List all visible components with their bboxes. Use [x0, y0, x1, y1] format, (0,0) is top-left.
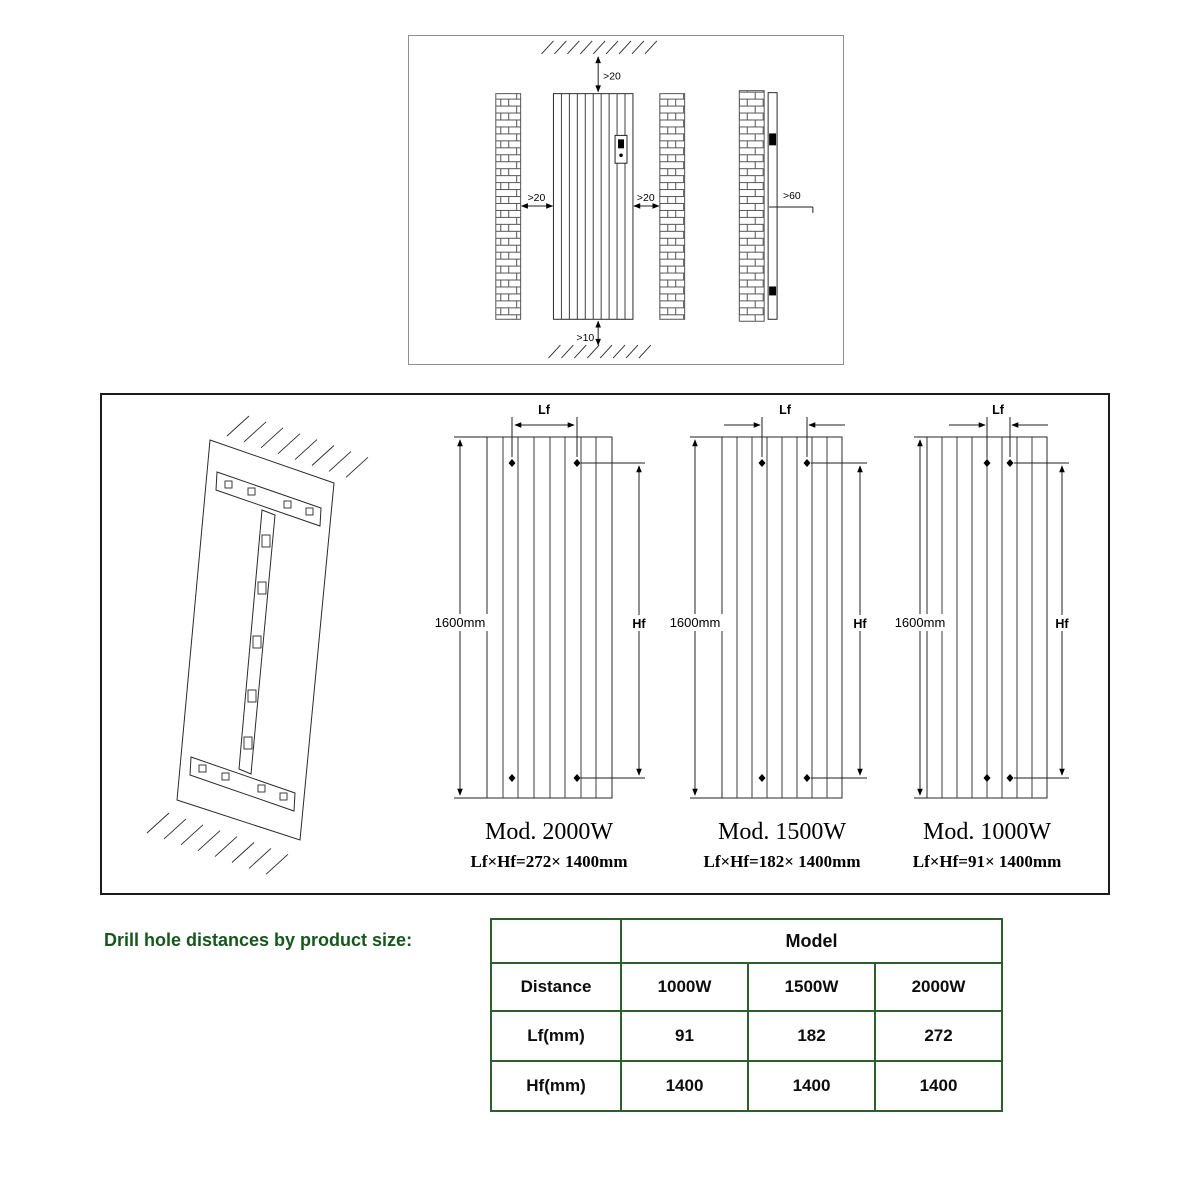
- drill-distance-table: Model Distance 1000W 1500W 2000W Lf(mm) …: [490, 918, 1003, 1112]
- table-row: Distance 1000W 1500W 2000W: [490, 962, 1003, 1012]
- lf-dimension: Lf: [724, 403, 845, 457]
- height-dimension: 1600mm: [665, 436, 725, 799]
- col-header-1000w: 1000W: [620, 962, 749, 1012]
- right-clearance-dimension: >20: [633, 193, 660, 209]
- table-row: Hf(mm) 1400 1400 1400: [490, 1060, 1003, 1112]
- model-formula: Lf×Hf=272× 1400mm: [470, 852, 627, 871]
- model-formula: Lf×Hf=182× 1400mm: [703, 852, 860, 871]
- radiator-front-view: [552, 93, 634, 320]
- left-brick-wall: [495, 93, 522, 320]
- col-header-2000w: 2000W: [874, 962, 1003, 1012]
- lf-value-2000w: 272: [874, 1010, 1003, 1062]
- top-clearance-dimension: >20: [595, 56, 621, 93]
- radiator-side-view: >60: [738, 90, 814, 322]
- lf-label: Lf: [779, 403, 792, 417]
- side-clearance-label: >60: [783, 191, 801, 202]
- right-brick-wall: [659, 93, 686, 320]
- hf-label: Hf: [853, 617, 867, 631]
- clearance-diagram-svg: >20 >20 >2: [495, 40, 814, 359]
- height-label: 1600mm: [895, 615, 946, 630]
- hf-label: Hf: [632, 617, 646, 631]
- panel-diagram-1000w: Lf 1600mm Hf Mod. 1000W Lf×Hf=91× 1400mm: [890, 403, 1075, 871]
- left-clearance-dimension: >20: [520, 193, 554, 209]
- model-name: Mod. 1500W: [718, 819, 846, 845]
- panel-diagram-1500w: Lf 1600mm Hf Mod. 1500W Lf×Hf=182× 1400m…: [665, 403, 873, 871]
- ceiling-hatch-tilted: [226, 415, 369, 478]
- lf-value-1000w: 91: [620, 1010, 749, 1062]
- side-panel: [767, 92, 778, 320]
- bottom-clearance-dimension: >10: [577, 320, 601, 346]
- hf-label: Hf: [1055, 617, 1069, 631]
- model-name: Mod. 2000W: [485, 819, 613, 845]
- left-clearance-label: >20: [528, 193, 546, 204]
- table-row: Model: [490, 918, 1003, 964]
- hf-value-2000w: 1400: [874, 1060, 1003, 1112]
- right-clearance-label: >20: [637, 193, 655, 204]
- height-dimension: 1600mm: [890, 436, 950, 799]
- height-dimension: 1600mm: [430, 436, 490, 799]
- height-label: 1600mm: [670, 615, 721, 630]
- table-corner-cell: [490, 918, 622, 964]
- radiator-panel: [486, 436, 613, 799]
- lf-dimension: Lf: [511, 403, 578, 457]
- row-label-lf: Lf(mm): [490, 1010, 622, 1062]
- top-clearance-label: >20: [603, 72, 621, 83]
- hf-dimension: Hf: [811, 462, 873, 779]
- hf-dimension: Hf: [1014, 462, 1075, 779]
- control-unit: [614, 134, 628, 164]
- ceiling-hatch: [541, 40, 658, 55]
- clearance-diagram-box: >20 >20 >2: [408, 35, 844, 365]
- height-label: 1600mm: [435, 615, 486, 630]
- hf-value-1500w: 1400: [747, 1060, 876, 1112]
- row-label-hf: Hf(mm): [490, 1060, 622, 1112]
- distance-header-cell: Distance: [490, 962, 622, 1012]
- model-formula: Lf×Hf=91× 1400mm: [913, 852, 1062, 871]
- lf-label: Lf: [538, 403, 551, 417]
- hf-dimension: Hf: [581, 462, 652, 779]
- col-header-1500w: 1500W: [747, 962, 876, 1012]
- hf-value-1000w: 1400: [620, 1060, 749, 1112]
- side-brick-wall: [738, 90, 765, 322]
- lf-label: Lf: [992, 403, 1005, 417]
- model-name: Mod. 1000W: [923, 819, 1051, 845]
- lf-value-1500w: 182: [747, 1010, 876, 1062]
- panel-diagram-2000w: Lf 1600mm Hf Mod. 2000W Lf×Hf=272× 1400m…: [430, 403, 652, 871]
- bottom-clearance-label: >10: [577, 333, 595, 344]
- lf-dimension: Lf: [949, 403, 1048, 457]
- model-header-cell: Model: [620, 918, 1003, 964]
- table-row: Lf(mm) 91 182 272: [490, 1010, 1003, 1062]
- drill-distance-diagram-box: Lf 1600mm Hf Mod. 2000W Lf×Hf=272× 1400m…: [100, 393, 1110, 895]
- floor-hatch-tilted: [146, 812, 289, 875]
- table-caption: Drill hole distances by product size:: [104, 930, 413, 950]
- mounting-bracket-drawing: [146, 415, 369, 875]
- drill-distance-svg: Lf 1600mm Hf Mod. 2000W Lf×Hf=272× 1400m…: [146, 403, 1075, 875]
- floor-hatch: [548, 344, 652, 359]
